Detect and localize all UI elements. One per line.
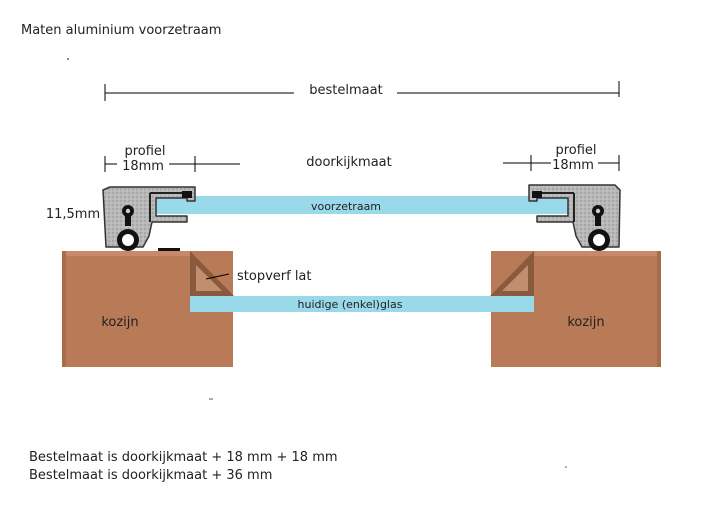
stray-dot bbox=[565, 466, 567, 468]
glazing-bead-right bbox=[490, 251, 534, 296]
stray-dot bbox=[67, 58, 69, 60]
bestelmaat-dimension: bestelmaat bbox=[104, 81, 620, 101]
footer-line-2: Bestelmaat is doorkijkmaat + 36 mm bbox=[29, 468, 273, 483]
secondary-glazing-pane bbox=[150, 196, 574, 214]
profiel-label-right: profiel bbox=[555, 143, 596, 158]
stopverf-pointer bbox=[205, 273, 230, 280]
profiel-dimension-right: profiel 18mm bbox=[503, 143, 620, 173]
secondary-glazing-label: voorzetraam bbox=[311, 200, 381, 213]
rubber-seal-left bbox=[117, 205, 139, 251]
kozijn-label-right: kozijn bbox=[567, 315, 604, 330]
stopverf-label: stopverf lat bbox=[237, 269, 312, 284]
kozijn-label-left: kozijn bbox=[101, 315, 138, 330]
height-label: 11,5mm bbox=[46, 207, 100, 222]
bestelmaat-label: bestelmaat bbox=[309, 83, 382, 98]
profiel-size-left: 18mm bbox=[122, 159, 164, 174]
profiel-label-left: profiel bbox=[124, 144, 165, 159]
footer-line-1: Bestelmaat is doorkijkmaat + 18 mm + 18 … bbox=[29, 450, 338, 465]
rubber-seal-right bbox=[588, 205, 610, 251]
aluminium-profile-left bbox=[102, 186, 196, 251]
profiel-dimension-left: profiel 18mm bbox=[104, 144, 240, 174]
aluminium-profile-right bbox=[528, 184, 621, 251]
existing-glass-label: huidige (enkel)glas bbox=[298, 298, 403, 311]
doorkijkmaat-label: doorkijkmaat bbox=[306, 155, 391, 170]
profiel-size-right: 18mm bbox=[552, 158, 594, 173]
diagram-title: Maten aluminium voorzetraam bbox=[21, 23, 222, 38]
existing-glass bbox=[190, 296, 534, 312]
